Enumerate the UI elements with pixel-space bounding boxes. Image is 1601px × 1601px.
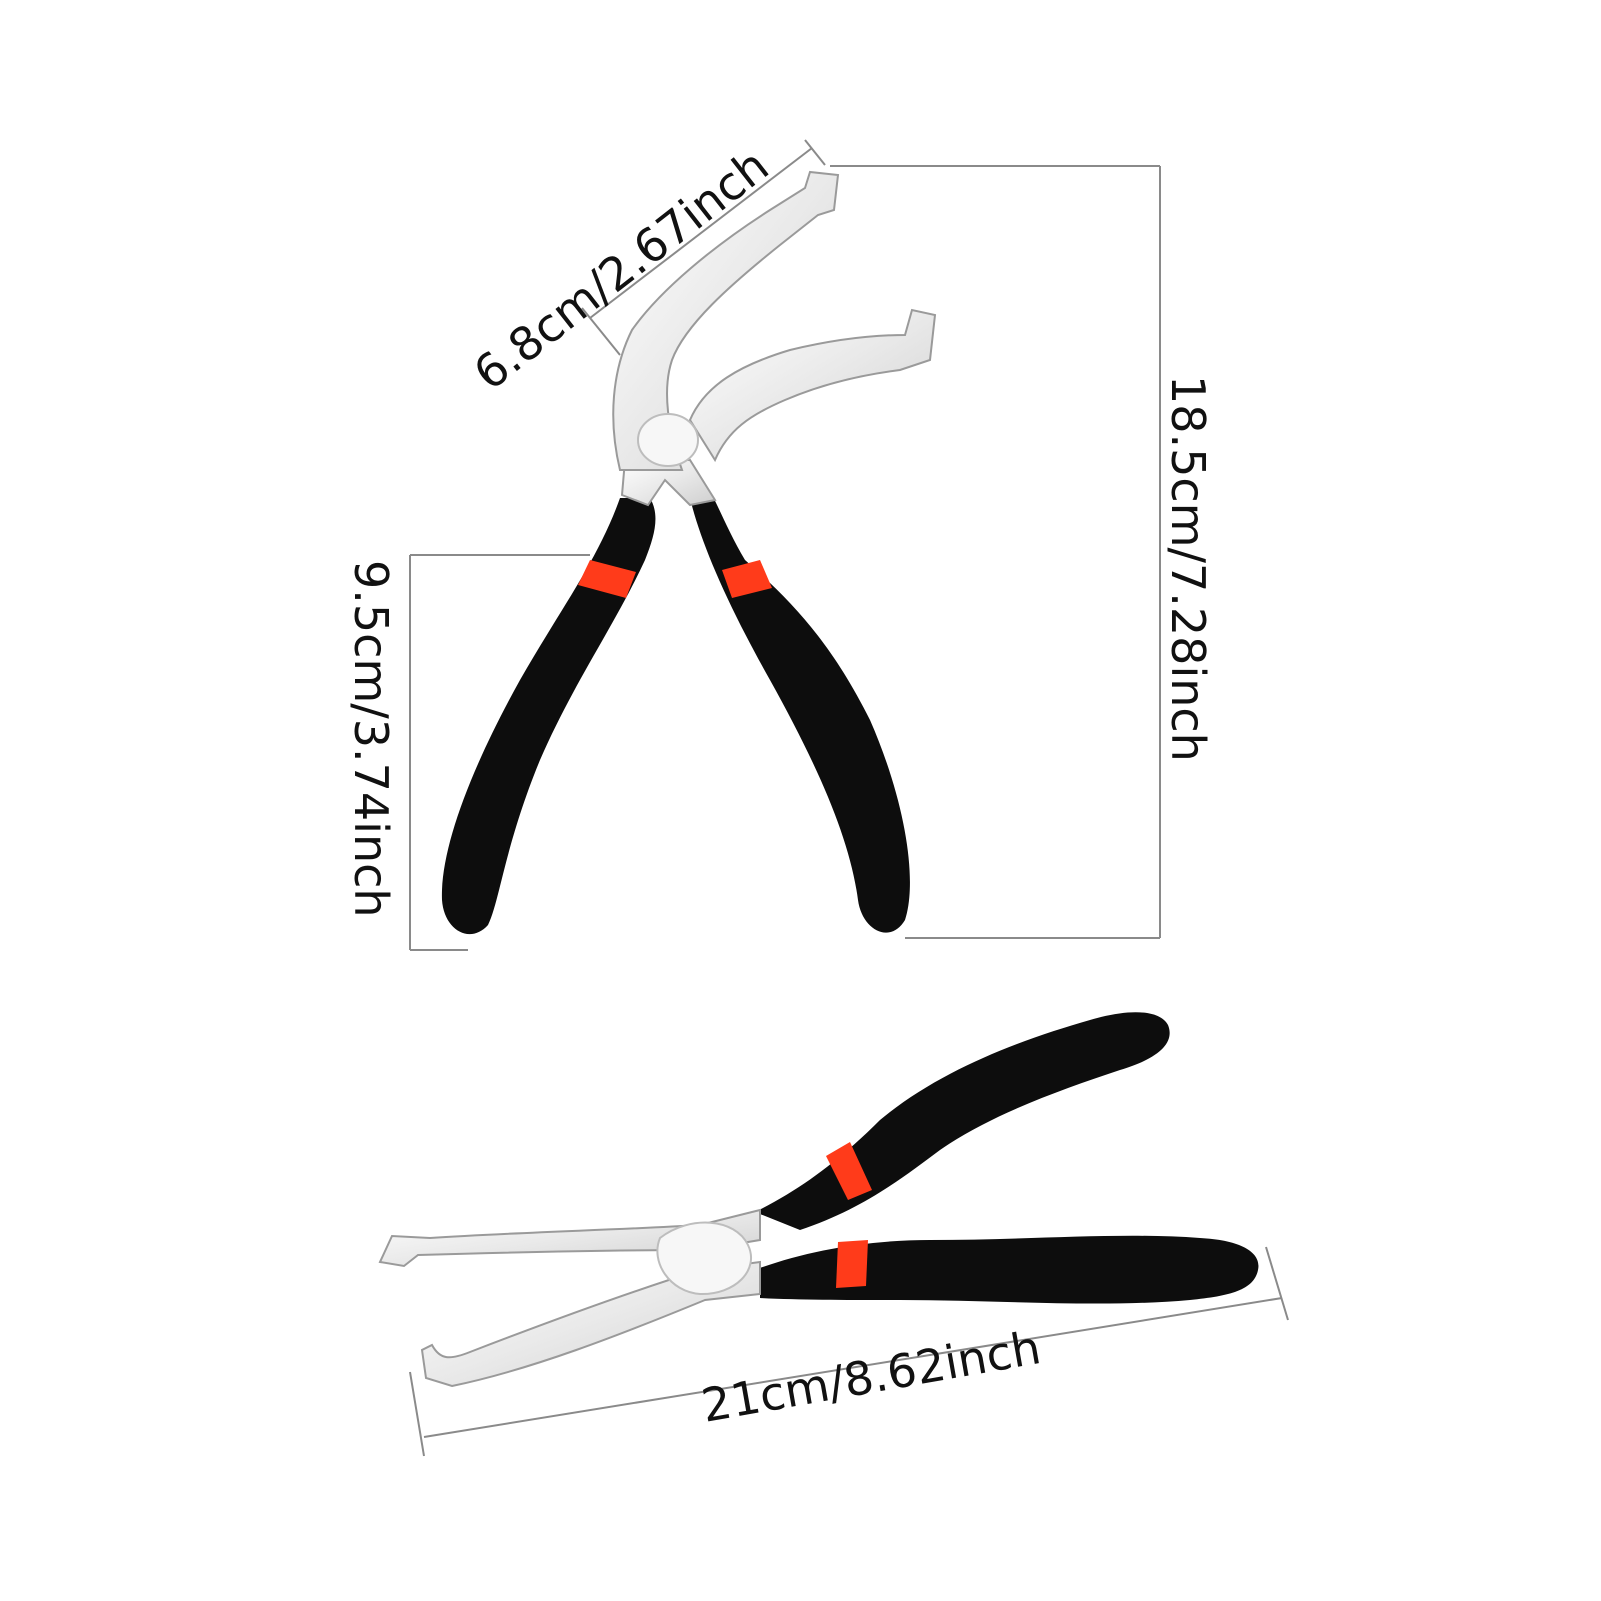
top-left-red-band bbox=[578, 560, 636, 598]
handle-length-label: 9.5cm/3.74inch bbox=[344, 560, 398, 918]
top-pivot bbox=[637, 413, 699, 467]
bottom-plier-illustration bbox=[378, 1012, 1259, 1388]
top-right-red-band bbox=[722, 560, 772, 598]
top-right-handle bbox=[690, 495, 910, 933]
length-dimension-tick-end bbox=[1265, 1246, 1289, 1321]
bottom-lower-handle bbox=[760, 1235, 1259, 1304]
top-short-jaw bbox=[688, 308, 937, 463]
length-dimension-tick-start bbox=[409, 1371, 425, 1457]
bottom-lower-jaw bbox=[420, 1260, 761, 1388]
jaw-dimension-tick-start bbox=[581, 307, 621, 356]
top-long-jaw bbox=[612, 170, 840, 471]
bottom-lower-red-band bbox=[836, 1240, 868, 1288]
length-dimension bbox=[409, 1246, 1289, 1457]
top-neck bbox=[620, 459, 717, 507]
total-height-label: 18.5cm/7.28inch bbox=[1161, 375, 1215, 762]
total-length-label: 21cm/8.62inch bbox=[698, 1320, 1045, 1433]
top-plier-illustration bbox=[441, 170, 937, 935]
bottom-upper-jaw bbox=[378, 1208, 761, 1268]
top-left-handle bbox=[441, 498, 656, 935]
bottom-upper-red-band bbox=[826, 1142, 872, 1200]
length-dimension-line bbox=[423, 1297, 1283, 1438]
jaw-dimension-tick-end bbox=[804, 139, 826, 166]
bottom-upper-handle bbox=[755, 1012, 1170, 1230]
dimension-lines bbox=[409, 139, 1161, 951]
jaw-dimension-line bbox=[589, 147, 813, 319]
bottom-pivot bbox=[656, 1221, 752, 1296]
